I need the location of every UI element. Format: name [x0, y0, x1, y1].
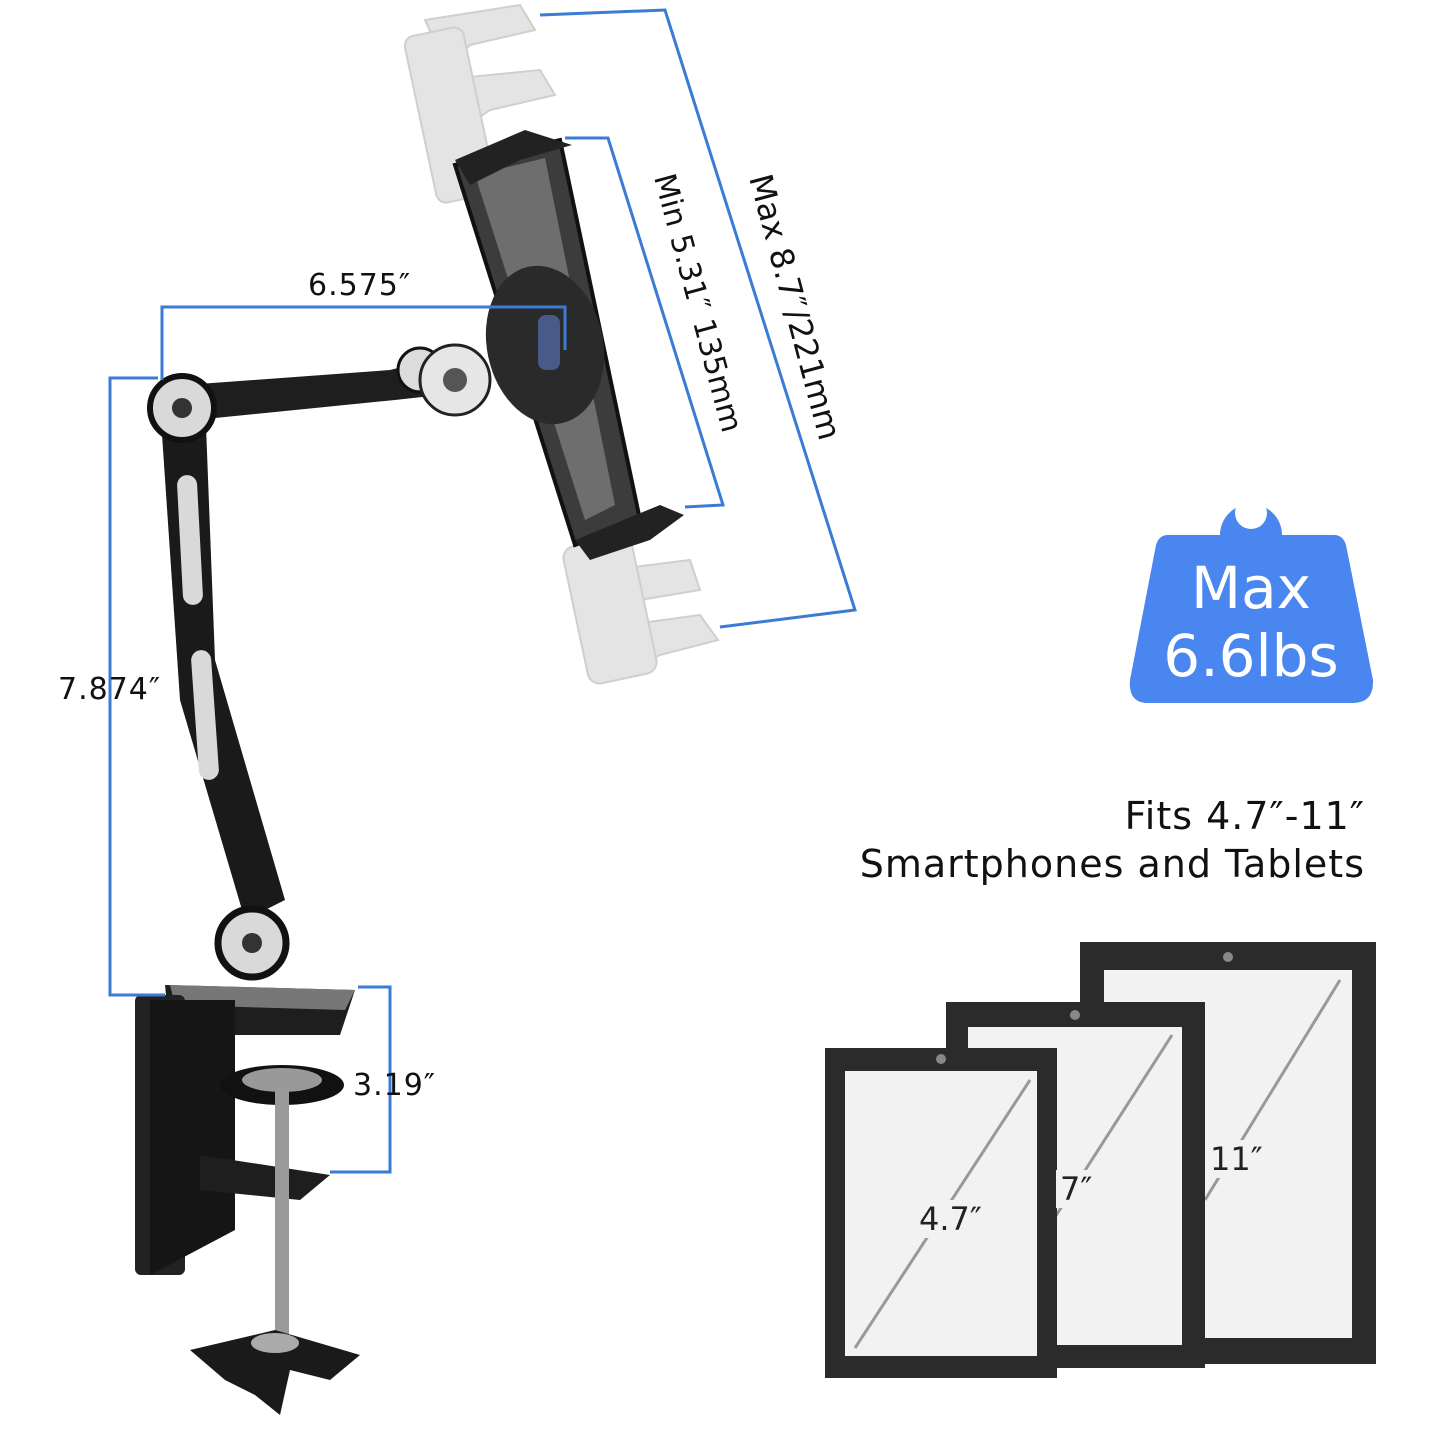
max-grip-dimension-line [539, 8, 857, 629]
arm-width-label: 6.575″ [308, 268, 412, 303]
weight-icon [1129, 497, 1374, 703]
fits-line1: Fits 4.7″-11″ [1124, 794, 1365, 838]
fits-heading: Fits 4.7″-11″ Smartphones and Tablets [860, 792, 1365, 888]
weight-line2: 6.6lbs [1163, 622, 1339, 690]
width-dimension-line [160, 305, 567, 380]
min-grip-dimension-line [565, 136, 726, 509]
device-size-4-7: 4.7″ [915, 1200, 986, 1238]
tablet-holder [452, 130, 684, 560]
device-size-7: 7″ [1056, 1170, 1097, 1208]
device-size-11: 11″ [1206, 1140, 1267, 1178]
clamp-opening-label: 3.19″ [353, 1068, 437, 1103]
lower-arm [147, 373, 290, 981]
ghost-holder-bottom [562, 535, 720, 685]
arm-height-label: 7.874″ [58, 672, 162, 707]
upper-arm [185, 343, 492, 420]
weight-badge: Max 6.6lbs [1128, 475, 1374, 705]
height-dimension-line [108, 376, 165, 997]
desk-clamp [135, 985, 360, 1415]
weight-line1: Max [1191, 554, 1311, 622]
fits-line2: Smartphones and Tablets [859, 842, 1365, 886]
dimension-lines [108, 8, 857, 1174]
clamp-dimension-line [330, 985, 392, 1174]
